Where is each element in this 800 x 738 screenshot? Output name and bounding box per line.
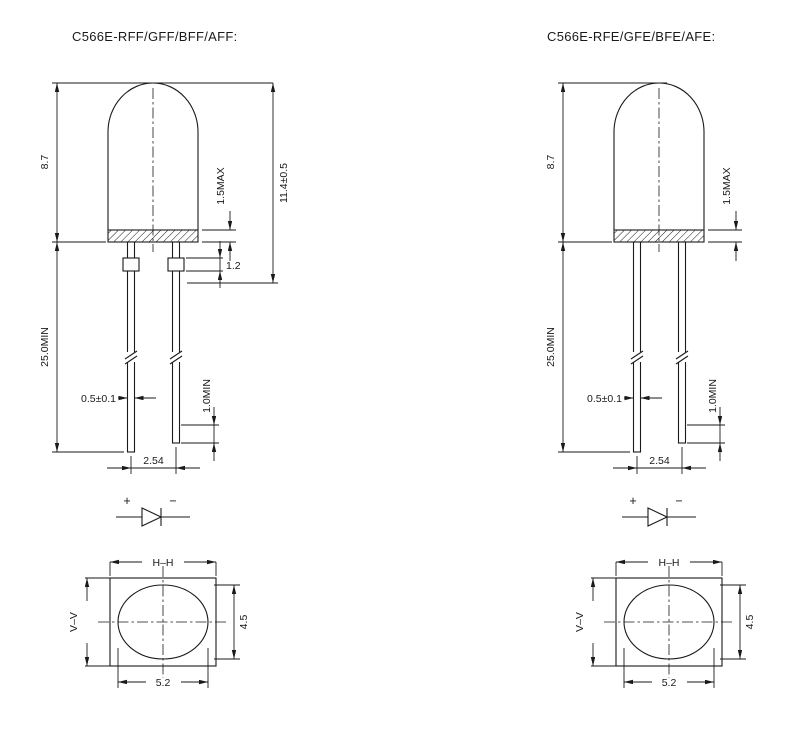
led-package-drawing-right: C566E-RFE/GFE/BFE/AFE: <box>545 29 756 689</box>
section-hh-label: H–H <box>152 557 173 569</box>
dim-lead-width-label: 0.5±0.1 <box>587 393 622 405</box>
diode-triangle <box>647 507 669 527</box>
dim-lens-width-label: 5.2 <box>156 677 171 689</box>
dim-body-height-label: 8.7 <box>545 155 557 170</box>
diode-triangle <box>141 507 163 527</box>
cathode-minus-label: − <box>169 494 176 508</box>
dim-overall-height-label: 11.4±0.5 <box>278 163 290 203</box>
dimension-lines <box>558 82 742 474</box>
dim-lead-width-label: 0.5±0.1 <box>81 393 116 405</box>
standoff-tab-right <box>167 257 185 272</box>
dimension-labels: 8.7 25.0MIN 11.4±0.5 1.5MAX 1.2 0.5±0.1 … <box>39 155 290 467</box>
led-package-drawing-left: C566E-RFF/GFF/BFF/AFF: <box>39 29 290 689</box>
dim-lens-height-label: 4.5 <box>238 615 250 630</box>
cathode-minus-label: − <box>675 494 682 508</box>
dim-flange-label: 1.5MAX <box>721 167 733 204</box>
section-vv-label: V–V <box>68 612 80 632</box>
cathode-lead <box>677 241 687 444</box>
dim-flange-label: 1.5MAX <box>215 167 227 204</box>
dim-lead-tip-label: 1.0MIN <box>201 379 213 413</box>
dimension-lines <box>52 82 278 474</box>
dim-lead-length-label: 25.0MIN <box>545 327 557 367</box>
section-hh-label: H–H <box>658 557 679 569</box>
dimension-labels: 8.7 25.0MIN 1.5MAX 0.5±0.1 1.0MIN 2.54 <box>545 155 733 467</box>
dim-lead-pitch-label: 2.54 <box>143 455 164 467</box>
anode-plus-label: + <box>123 494 130 508</box>
diagram-title: C566E-RFE/GFE/BFE/AFE: <box>547 29 715 44</box>
diode-symbol: + − <box>116 494 190 527</box>
dim-lead-pitch-label: 2.54 <box>649 455 670 467</box>
section-vv-label: V–V <box>574 612 586 632</box>
bottom-view: H–H V–V 4.5 5.2 <box>574 557 756 689</box>
diagram-title: C566E-RFF/GFF/BFF/AFF: <box>72 29 238 44</box>
cathode-lead <box>171 241 181 444</box>
anode-lead <box>126 241 136 453</box>
dim-lead-length-label: 25.0MIN <box>39 327 51 367</box>
dim-standoff-label: 1.2 <box>226 260 241 272</box>
leads <box>630 241 689 453</box>
diode-symbol: + − <box>622 494 696 527</box>
standoff-tab-left <box>122 257 140 272</box>
leads <box>122 241 185 453</box>
dim-body-height-label: 8.7 <box>39 155 51 170</box>
anode-plus-label: + <box>629 494 636 508</box>
dim-lead-tip-label: 1.0MIN <box>707 379 719 413</box>
anode-lead <box>632 241 642 453</box>
bottom-view: H–H V–V 4.5 5.2 <box>68 557 250 689</box>
dim-lens-width-label: 5.2 <box>662 677 677 689</box>
dim-lens-height-label: 4.5 <box>744 615 756 630</box>
